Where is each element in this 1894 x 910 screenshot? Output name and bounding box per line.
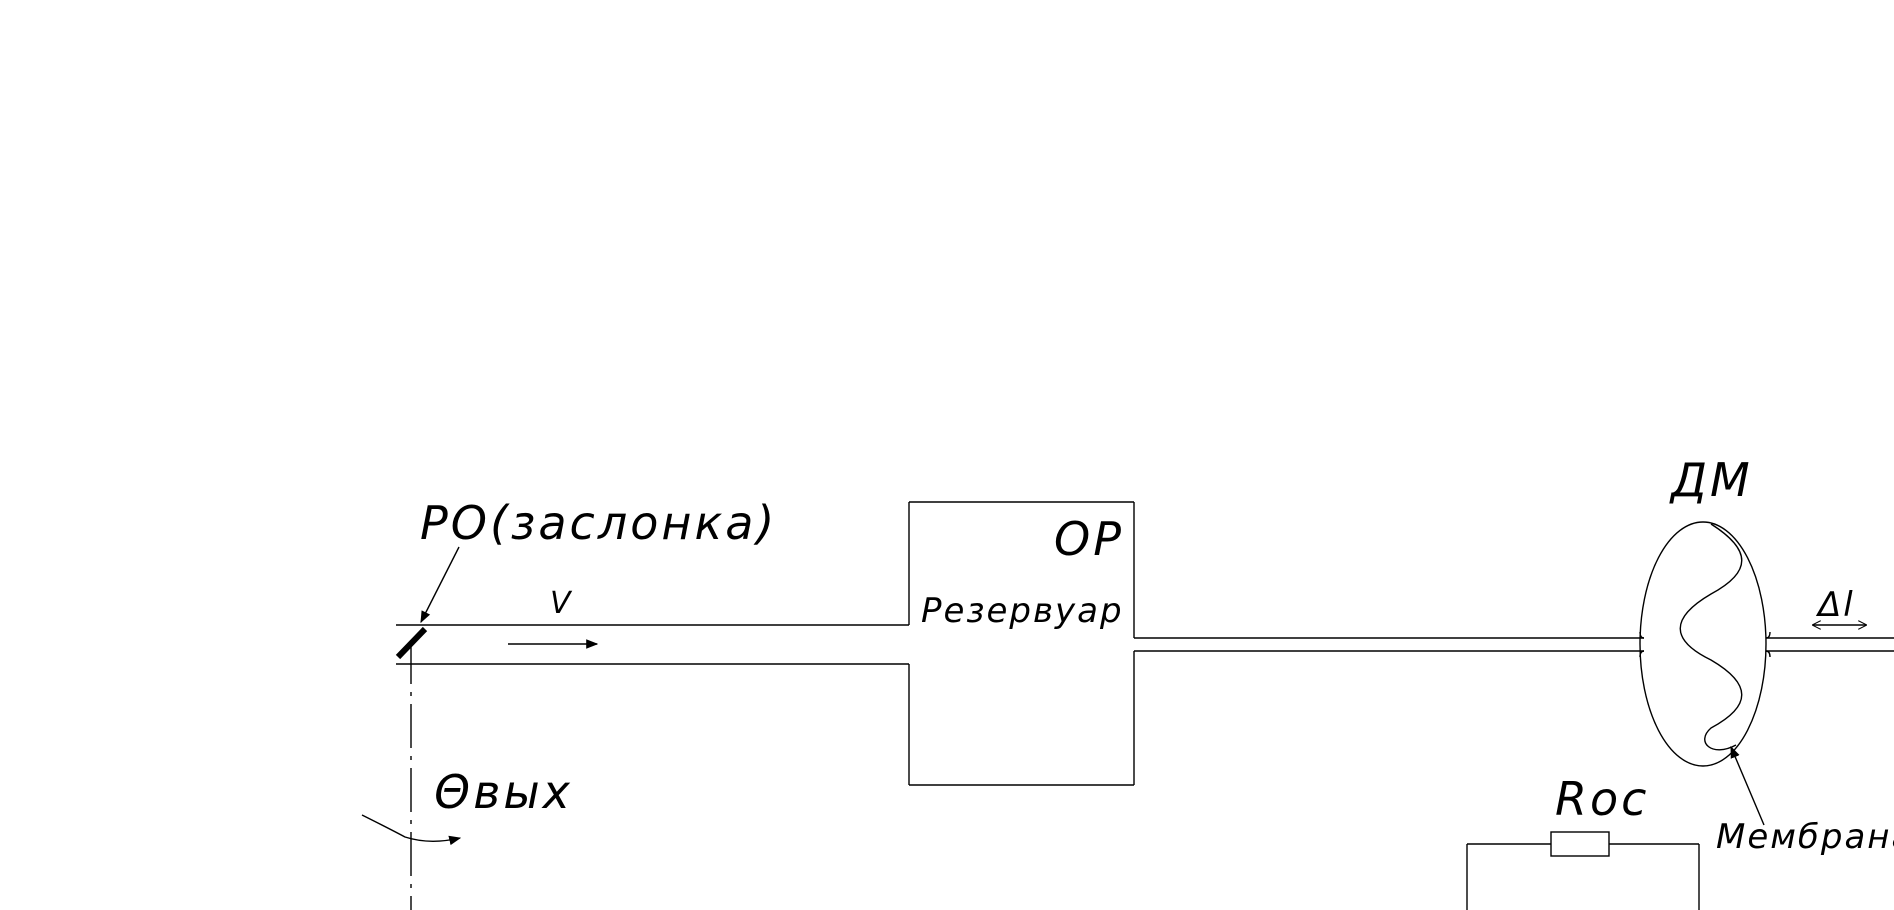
membrane-leader-arrow (1730, 745, 1765, 826)
inlet-pipe (396, 624, 909, 665)
membrane-label: Мембрана (1716, 817, 1894, 857)
rotation-arrow (361, 814, 462, 846)
regulator-label: РО(заслонка) (420, 496, 777, 550)
membrane-wave (1679, 523, 1743, 751)
velocity-label: V (550, 586, 573, 621)
resistor-label: Roc (1555, 772, 1649, 826)
pressure-gauge-label: ДМ (1669, 453, 1753, 507)
pressure-gauge (1639, 521, 1767, 767)
output-angle-label: Θвых (434, 765, 573, 819)
reservoir-block (908, 501, 1135, 786)
outlet-tube (1765, 631, 1894, 658)
regulator-leader-arrow (420, 546, 460, 624)
connecting-tube (1134, 631, 1645, 658)
feedback-resistor (1466, 831, 1700, 910)
object-label: ОР (1054, 512, 1124, 566)
delta-l-label: Δl (1815, 585, 1855, 625)
reservoir-label: Резервуар (921, 591, 1124, 631)
